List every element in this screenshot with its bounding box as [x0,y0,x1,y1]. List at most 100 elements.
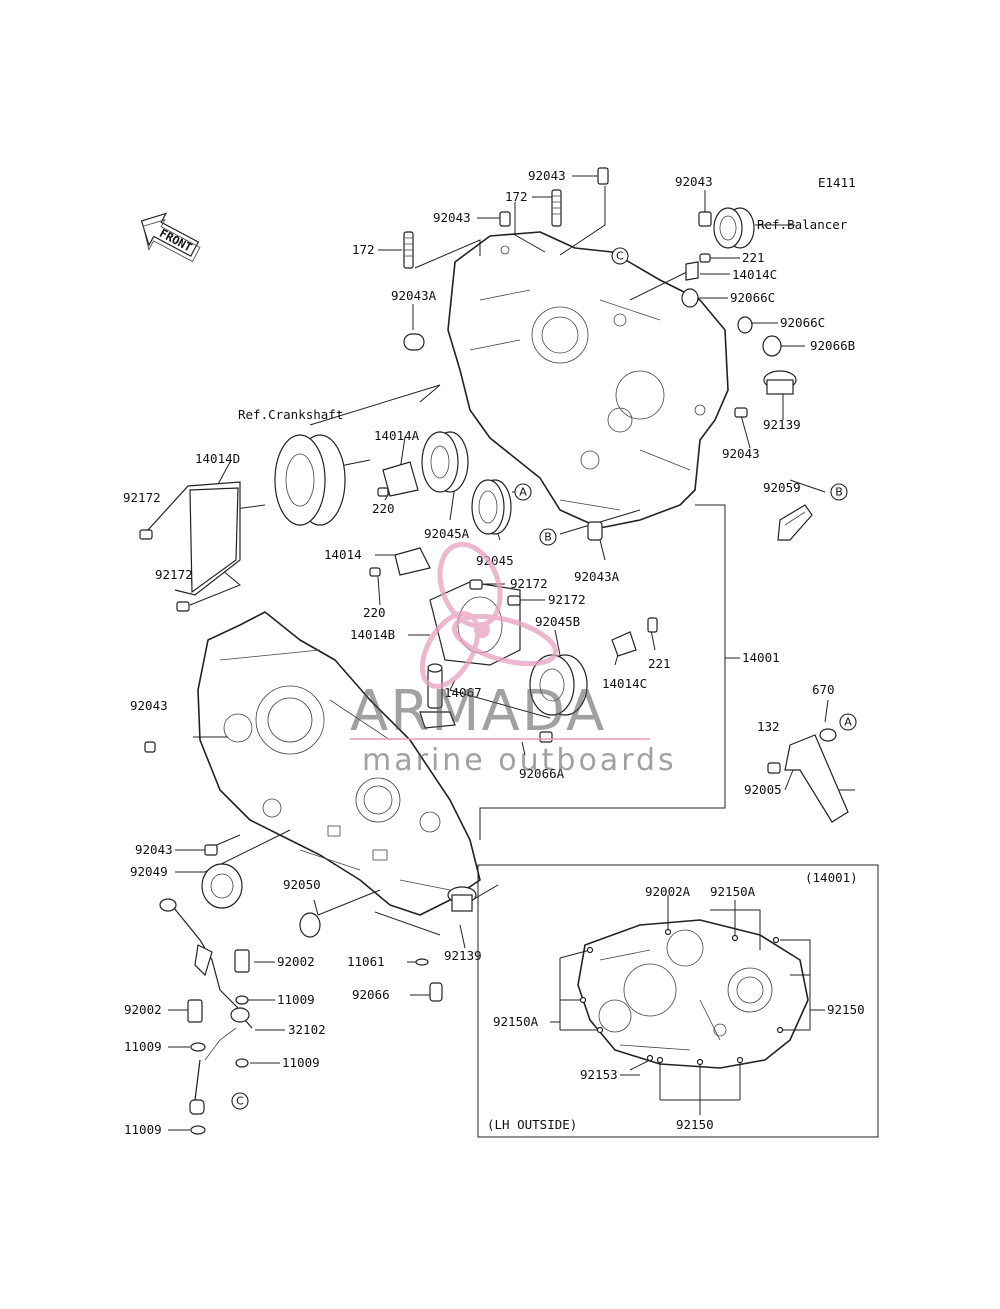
watermark-brand: ARMADA [350,679,606,744]
watermark-tagline: marine outboards [362,743,677,778]
label-14014A: 14014A [374,428,420,443]
label-92050: 92050 [283,877,321,892]
label-92172: 92172 [548,592,586,607]
label-92059: 92059 [763,480,801,495]
part-labels: 92043 172 92043 172 92043 Ref.Balancer 2… [123,168,865,1137]
label-11009: 11009 [124,1039,162,1054]
label-92172: 92172 [123,490,161,505]
washer-icon [190,1125,206,1135]
callout-c-top: C [611,247,629,265]
washer-11061-icon [415,958,429,966]
plug-92066-icon [429,982,443,1002]
dowel-pin-icon [698,211,712,227]
callout-markers: C A B B A C [231,247,857,1110]
label-92043: 92043 [528,168,566,183]
flanged-bushing-92139-icon [447,886,477,912]
svg-text:A: A [844,716,852,729]
oil-seal-92049-icon [201,863,243,909]
inset-title: (14001) [805,870,858,885]
armada-watermark: ARMADA marine outboards [350,541,677,778]
dowel-pin-icon [734,407,748,418]
right-crankcase-half [447,231,729,529]
bearing-92045A-icon [421,431,469,493]
label-92066: 92066 [352,987,390,1002]
label-32102: 32102 [288,1022,326,1037]
label-14001: 14001 [742,650,780,665]
label-14014C: 14014C [602,676,647,691]
bracket-14014C-icon [611,631,637,657]
label-92043: 92043 [130,698,168,713]
callout-a-right: A [839,713,857,731]
label-92002: 92002 [124,1002,162,1017]
inset-label-92002A: 92002A [645,884,691,899]
balancer-bearing-icon [713,207,755,249]
label-221: 221 [742,250,765,265]
bushing-icon [737,316,753,334]
label-92066B: 92066B [810,338,855,353]
bolt-92002-icon [234,949,250,973]
parts-lower [159,844,477,1135]
callout-b-mid: B [539,528,557,546]
dowel-pin-icon [204,844,218,856]
breather-fitting-92059-icon [777,504,813,541]
dowel-pin-icon [587,521,603,541]
propeller-logo-icon [419,541,558,689]
label-ref-crankshaft: Ref.Crankshaft [238,407,343,422]
bolt-icon [369,567,381,577]
inset-label-92150: 92150 [827,1002,865,1017]
label-92066C: 92066C [730,290,775,305]
label-92049: 92049 [130,864,168,879]
bracket-icon [685,261,699,281]
label-92005: 92005 [744,782,782,797]
callout-b-right: B [830,483,848,501]
label-92172: 92172 [155,567,193,582]
svg-text:A: A [519,486,527,499]
label-14014B: 14014B [350,627,395,642]
parts-upper [139,167,849,823]
bracket-14014A-icon [382,461,419,497]
svg-text:C: C [236,1095,244,1108]
label-11061: 11061 [347,954,385,969]
dowel-pin-icon [597,167,609,185]
label-92043A: 92043A [574,569,620,584]
washer-icon [235,995,249,1005]
callout-c-bottom: C [231,1092,249,1110]
label-92043: 92043 [433,210,471,225]
bolt-icon [507,595,521,606]
washer-icon [235,1058,249,1068]
bolt-icon [647,617,658,633]
cap-14067-icon [419,663,456,729]
label-14014: 14014 [324,547,362,562]
label-132: 132 [757,719,780,734]
washer-icon [190,1042,206,1052]
dowel-pin-icon [403,333,425,351]
bolt-132-icon [767,762,781,774]
label-92139: 92139 [763,417,801,432]
svg-text:B: B [544,531,552,544]
bolt-icon [377,487,389,497]
diagram-code: E1411 [818,175,856,190]
bushing-icon [762,335,782,357]
flanged-bushing-icon [763,370,797,395]
o-ring-670-icon [819,728,837,742]
left-crankcase-half [197,611,481,916]
svg-text:B: B [835,486,843,499]
label-221: 221 [648,656,671,671]
label-92043: 92043 [675,174,713,189]
callout-a-mid: A [514,483,532,501]
oil-pipe-32102-icon [159,898,253,1115]
bushing-icon [681,288,699,308]
oil-seal-92045-icon [471,479,512,535]
bolt-icon [469,579,483,590]
inset-label-92150: 92150 [676,1117,714,1132]
label-92066C: 92066C [780,315,825,330]
bolt-92002-icon [187,999,203,1023]
label-92043A: 92043A [391,288,437,303]
dowel-pin-icon [499,211,511,227]
label-92139: 92139 [444,948,482,963]
crankshaft-bearing-icon [274,434,346,526]
dowel-pin-icon [144,741,156,753]
label-14014D: 14014D [195,451,240,466]
inset-caption: (LH OUTSIDE) [487,1117,577,1132]
